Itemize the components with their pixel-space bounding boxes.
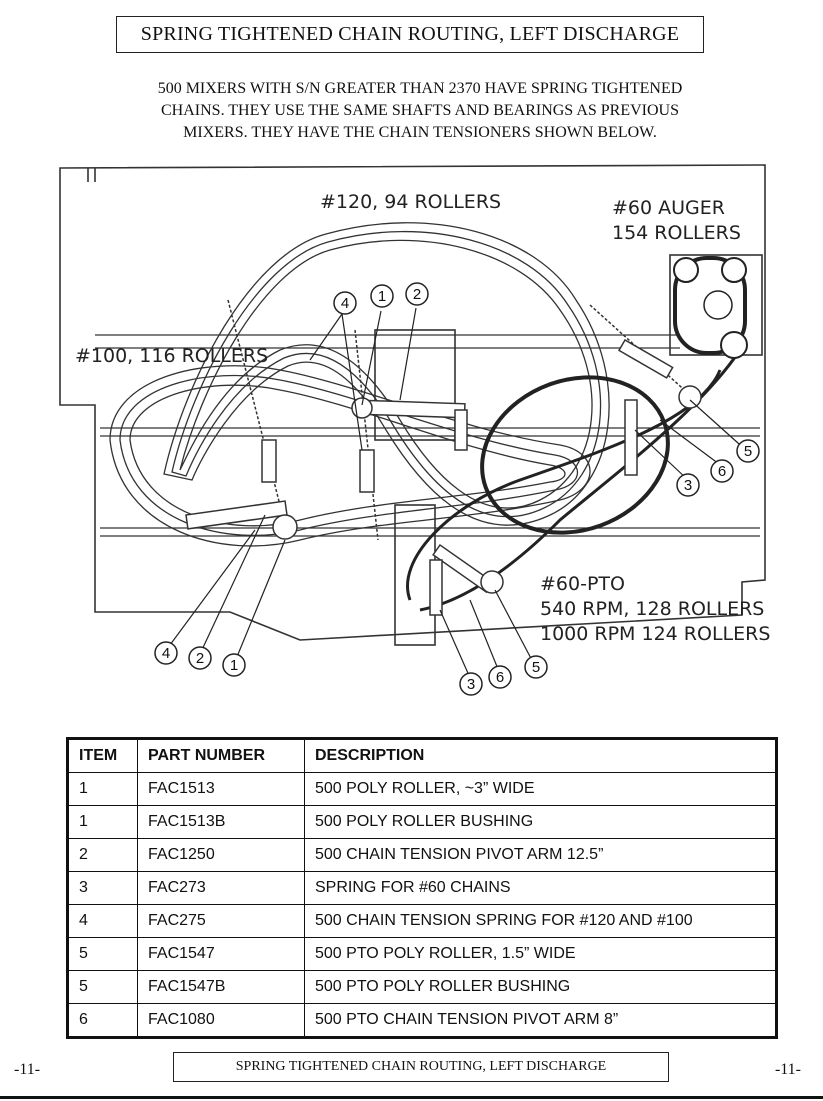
- cell-part-number: FAC275: [137, 904, 305, 938]
- cell-part-number: FAC1080: [137, 1003, 305, 1038]
- table-row: 2 FAC1250 500 CHAIN TENSION PIVOT ARM 12…: [67, 838, 777, 872]
- mixer-frame: [59, 164, 766, 646]
- bottom-rule: [0, 1096, 823, 1099]
- parts-table-header: ITEM PART NUMBER DESCRIPTION: [67, 738, 777, 773]
- callout-top-2: 2: [413, 286, 421, 303]
- auger-chain: [673, 256, 748, 359]
- cell-item: 1: [67, 805, 138, 839]
- header-part-number: PART NUMBER: [137, 738, 305, 773]
- cell-part-number: FAC1513: [137, 772, 305, 806]
- cell-description: 500 PTO CHAIN TENSION PIVOT ARM 8”: [304, 1003, 777, 1038]
- callout-bc-6: 6: [496, 669, 504, 686]
- cell-part-number: FAC273: [137, 871, 305, 905]
- table-row: 4 FAC275 500 CHAIN TENSION SPRING FOR #1…: [67, 904, 777, 938]
- parts-table: ITEM PART NUMBER DESCRIPTION 1 FAC1513 5…: [66, 737, 778, 1039]
- label-pto-line3: 1000 RPM 124 ROLLERS: [540, 623, 770, 645]
- callout-right-5: 5: [744, 443, 752, 460]
- cell-part-number: FAC1513B: [137, 805, 305, 839]
- cell-description: 500 PTO POLY ROLLER, 1.5” WIDE: [304, 937, 777, 971]
- cell-description: SPRING FOR #60 CHAINS: [304, 871, 777, 905]
- cell-item: 6: [67, 1003, 138, 1038]
- callout-numbers: 4 1 2 5 6 3 4 2 1 3 6 5: [162, 286, 752, 693]
- label-chain-100: #100, 116 ROLLERS: [75, 345, 268, 367]
- page-number-left: -11-: [14, 1061, 41, 1078]
- cell-part-number: FAC1250: [137, 838, 305, 872]
- label-pto-line2: 540 RPM, 128 ROLLERS: [540, 598, 764, 620]
- chain-120: [163, 222, 610, 526]
- cell-description: 500 POLY ROLLER, ~3” WIDE: [304, 772, 777, 806]
- intro-line-3: MIXERS. THEY HAVE THE CHAIN TENSIONERS S…: [183, 124, 657, 141]
- page-title: SPRING TIGHTENED CHAIN ROUTING, LEFT DIS…: [116, 16, 704, 53]
- callout-bc-5: 5: [532, 659, 540, 676]
- cell-item: 1: [67, 772, 138, 806]
- cell-item: 5: [67, 970, 138, 1004]
- leader-lines: [166, 307, 749, 681]
- intro-text: 500 MIXERS WITH S/N GREATER THAN 2370 HA…: [80, 78, 760, 144]
- table-row: 6 FAC1080 500 PTO CHAIN TENSION PIVOT AR…: [67, 1003, 777, 1038]
- cell-part-number: FAC1547: [137, 937, 305, 971]
- chain-100: [109, 365, 591, 547]
- label-auger-line1: #60 AUGER: [612, 197, 725, 219]
- cell-description: 500 PTO POLY ROLLER BUSHING: [304, 970, 777, 1004]
- label-chain-120: #120, 94 ROLLERS: [320, 191, 501, 213]
- table-row: 1 FAC1513B 500 POLY ROLLER BUSHING: [67, 805, 777, 839]
- intro-line-1: 500 MIXERS WITH S/N GREATER THAN 2370 HA…: [157, 80, 683, 97]
- header-description: DESCRIPTION: [304, 738, 777, 773]
- callout-bc-3: 3: [467, 676, 475, 693]
- page-footer: SPRING TIGHTENED CHAIN ROUTING, LEFT DIS…: [173, 1052, 669, 1082]
- table-row: 3 FAC273 SPRING FOR #60 CHAINS: [67, 871, 777, 905]
- callout-bl-4: 4: [162, 645, 170, 662]
- cell-item: 4: [67, 904, 138, 938]
- page-number-right: -11-: [774, 1061, 801, 1078]
- item-callouts: [154, 282, 760, 696]
- cell-item: 5: [67, 937, 138, 971]
- chain-routing-diagram: #120, 94 ROLLERS #60 AUGER 154 ROLLERS #…: [59, 164, 770, 696]
- table-row: 5 FAC1547 500 PTO POLY ROLLER, 1.5” WIDE: [67, 937, 777, 971]
- tensioners: [185, 299, 702, 616]
- callout-right-3: 3: [684, 477, 692, 494]
- cell-description: 500 CHAIN TENSION SPRING FOR #120 AND #1…: [304, 904, 777, 938]
- cell-part-number: FAC1547B: [137, 970, 305, 1004]
- cell-item: 2: [67, 838, 138, 872]
- cell-description: 500 CHAIN TENSION PIVOT ARM 12.5”: [304, 838, 777, 872]
- callout-right-6: 6: [718, 463, 726, 480]
- label-pto-line1: #60-PTO: [540, 573, 625, 595]
- table-row: 1 FAC1513 500 POLY ROLLER, ~3” WIDE: [67, 772, 777, 806]
- callout-top-1: 1: [378, 288, 386, 305]
- cell-item: 3: [67, 871, 138, 905]
- label-auger-line2: 154 ROLLERS: [612, 222, 741, 244]
- header-item: ITEM: [67, 738, 138, 773]
- callout-bl-1: 1: [230, 657, 238, 674]
- intro-line-2: CHAINS. THEY USE THE SAME SHAFTS AND BEA…: [161, 102, 679, 119]
- table-row: 5 FAC1547B 500 PTO POLY ROLLER BUSHING: [67, 970, 777, 1004]
- cell-description: 500 POLY ROLLER BUSHING: [304, 805, 777, 839]
- callout-bl-2: 2: [196, 650, 204, 667]
- callout-top-4: 4: [341, 295, 349, 312]
- diagram-labels: #120, 94 ROLLERS #60 AUGER 154 ROLLERS #…: [75, 191, 770, 645]
